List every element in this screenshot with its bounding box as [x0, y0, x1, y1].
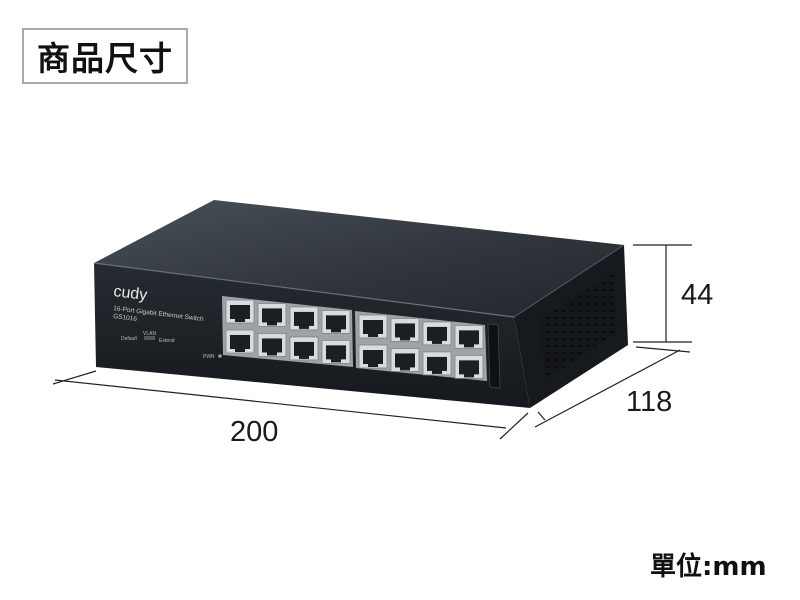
ethernet-port-socket [294, 311, 314, 326]
ethernet-port-socket [395, 323, 415, 338]
product-model: GS1016 [113, 313, 138, 323]
depth-extension-front [537, 411, 546, 421]
dimension-lines [52, 244, 692, 440]
page-title: 商品尺寸 [22, 28, 188, 84]
switch-edge-highlight [93, 262, 515, 318]
ethernet-port-socket [326, 315, 346, 330]
ethernet-port-socket [395, 353, 415, 368]
ethernet-port-latch [331, 358, 341, 363]
ethernet-port-socket [262, 308, 282, 323]
vlan-toggle-switch [144, 336, 155, 340]
ethernet-port-latch [267, 351, 277, 356]
ethernet-port-latch [400, 366, 410, 371]
ethernet-port-socket [427, 356, 447, 371]
ethernet-port-latch [464, 373, 474, 378]
height-dimension-label: 44 [681, 279, 714, 311]
depth-dimension-line [534, 349, 681, 428]
depth-dimension-label: 118 [626, 386, 673, 418]
switch-edge-highlight [513, 244, 625, 318]
ethernet-port-latch [464, 343, 474, 348]
width-extension-left [52, 370, 97, 385]
unit-label: 單位:mm [650, 552, 767, 582]
port-panel-right [355, 311, 487, 381]
ethernet-port-latch [235, 318, 245, 322]
ethernet-port-latch [299, 354, 309, 359]
depth-extension-back [635, 346, 691, 353]
ethernet-port-socket [230, 335, 250, 349]
port-panel-left [222, 296, 353, 367]
ethernet-port-socket [427, 326, 447, 341]
ethernet-port-latch [267, 321, 277, 326]
default-label: Default [121, 336, 137, 342]
ethernet-port-socket [363, 320, 383, 334]
ethernet-port-socket [326, 345, 346, 360]
ethernet-port-socket [459, 360, 479, 375]
ethernet-port-latch [400, 336, 410, 341]
width-dimension-line [54, 379, 507, 429]
ethernet-port-socket [363, 350, 383, 364]
ethernet-port-latch [299, 324, 309, 329]
ethernet-port-socket [230, 305, 250, 319]
power-label: PWR [203, 354, 215, 360]
switch-top-face [94, 200, 624, 317]
ethernet-port-socket [262, 338, 282, 353]
vlan-label: VLAN [143, 331, 156, 337]
brand-logo: cudy [113, 283, 149, 304]
ethernet-port-latch [432, 369, 442, 374]
width-extension-right [499, 412, 529, 440]
width-dimension-label: 200 [230, 416, 279, 448]
ethernet-port-socket [459, 330, 479, 345]
ethernet-port-latch [368, 363, 378, 367]
port-side-bracket [487, 323, 501, 389]
extend-label: Extend [159, 338, 175, 344]
ethernet-port-socket [294, 341, 314, 356]
ethernet-port-latch [368, 333, 378, 337]
power-led [218, 354, 222, 358]
switch-side-vents [540, 272, 617, 380]
ethernet-port-latch [331, 328, 341, 333]
ethernet-port-latch [235, 348, 245, 352]
ethernet-ports [225, 299, 484, 379]
ethernet-port-latch [432, 339, 442, 344]
